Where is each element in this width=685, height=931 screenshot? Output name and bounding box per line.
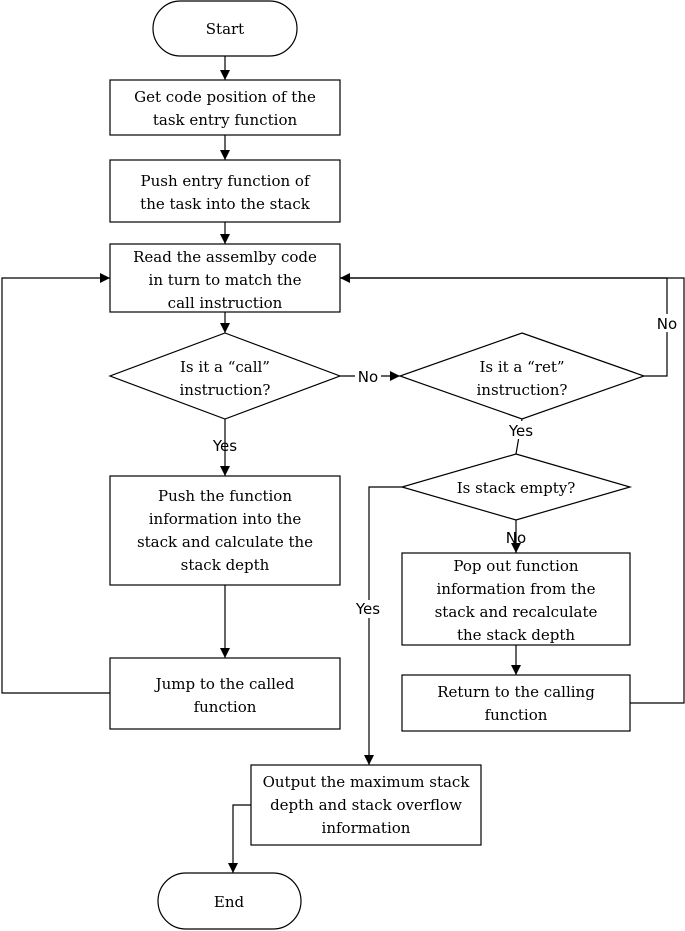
output-line: Output the maximum stack (263, 773, 471, 791)
jump-line: function (194, 698, 257, 716)
end-line: End (214, 893, 245, 911)
is-empty-line: Is stack empty? (457, 479, 576, 497)
push-entry-line: the task into the stack (140, 195, 311, 213)
read-code-line: Read the assemlby code (133, 248, 317, 266)
push-func-line: Push the function (158, 487, 292, 505)
push-func-line: information into the (149, 510, 302, 528)
return-box (401, 674, 631, 732)
get-entry-label: Get code position of the task entry funct… (134, 88, 316, 129)
output-label: Output the maximum stack depth and stack … (263, 773, 471, 837)
return-line: function (485, 706, 548, 724)
pop-func-line: Pop out function (453, 557, 579, 575)
return-label: Return to the calling function (437, 683, 595, 724)
is-empty-label: Is stack empty? (457, 479, 576, 497)
edge-jump-loop-to-read (1, 273, 110, 694)
read-code-box (109, 243, 341, 313)
call-yes-label: Yes (212, 437, 237, 455)
read-code-line: call instruction (168, 294, 283, 312)
is-call-decision (108, 332, 342, 420)
pop-func-line: information from the (437, 580, 596, 598)
call-no-label: No (358, 368, 378, 386)
output-line: depth and stack overflow (270, 796, 462, 814)
read-code-label: Read the assemlby code in turn to match t… (133, 248, 317, 312)
is-ret-decision (398, 332, 646, 420)
ret-no-label: No (657, 315, 677, 333)
pop-func-line: the stack depth (457, 626, 575, 644)
end-label: End (214, 893, 245, 911)
edge-return-loop-to-read (340, 277, 685, 704)
pop-func-box (401, 552, 631, 646)
jump-label: Jump to the called function (154, 675, 295, 716)
jump-box (109, 657, 341, 730)
get-entry-line: task entry function (153, 111, 298, 129)
edge-output-to-end (228, 804, 251, 873)
push-func-line: stack and calculate the (137, 533, 313, 551)
start-line: Start (206, 20, 244, 38)
is-call-line: instruction? (180, 381, 271, 399)
read-code-line: in turn to match the (149, 271, 302, 289)
ret-yes-label: Yes (508, 422, 533, 440)
end-terminal (157, 872, 302, 930)
push-entry-label: Push entry function of the task into the … (140, 172, 311, 213)
is-call-label: Is it a “call” instruction? (180, 358, 271, 399)
is-ret-line: Is it a “ret” (479, 358, 564, 376)
get-entry-box (109, 79, 341, 136)
pop-func-label: Pop out function information from the stac… (435, 557, 598, 644)
is-call-line: Is it a “call” (180, 358, 270, 376)
return-line: Return to the calling (437, 683, 595, 701)
get-entry-line: Get code position of the (134, 88, 316, 106)
push-func-line: stack depth (181, 556, 270, 574)
empty-no-label: No (506, 529, 526, 547)
edge-is-empty-yes-to-output (364, 486, 402, 765)
pop-func-line: stack and recalculate (435, 603, 598, 621)
output-box (250, 764, 482, 846)
start-label: Start (206, 20, 244, 38)
empty-yes-label: Yes (355, 600, 380, 618)
push-func-label: Push the function information into the sta… (137, 487, 313, 574)
is-ret-line: instruction? (477, 381, 568, 399)
output-line: information (322, 819, 411, 837)
push-func-box (109, 475, 341, 586)
is-ret-label: Is it a “ret” instruction? (477, 358, 568, 399)
jump-line: Jump to the called (154, 675, 295, 693)
push-entry-line: Push entry function of (141, 172, 311, 190)
